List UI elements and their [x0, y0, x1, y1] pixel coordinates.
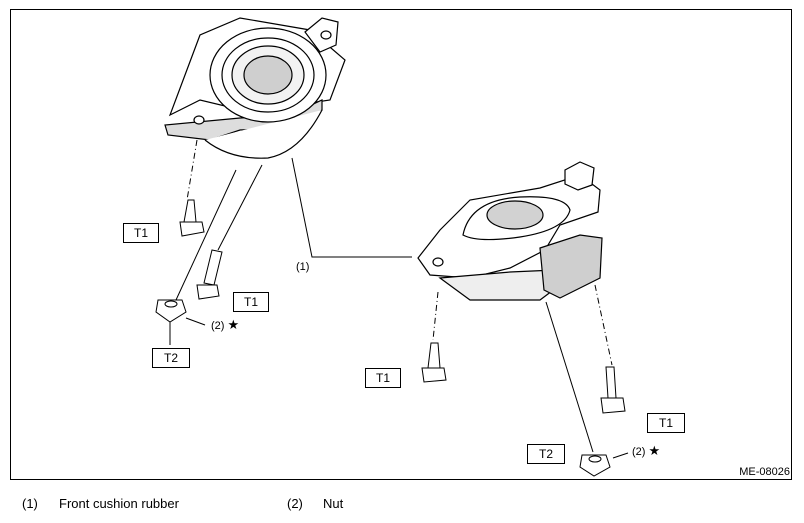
front-cushion-rubber-right	[417, 161, 603, 301]
torque-label-t2: T2	[527, 444, 565, 464]
bolt-head	[196, 284, 220, 300]
legend-number: (2)	[287, 496, 303, 511]
callout-1: (1)	[296, 261, 310, 273]
bolt-head	[421, 367, 447, 383]
legend-number: (1)	[22, 496, 38, 511]
nut	[155, 299, 187, 323]
bolt-body	[605, 366, 617, 399]
bolt-group-right	[421, 342, 626, 477]
torque-label-t1: T1	[647, 413, 685, 433]
figure-frame	[10, 9, 792, 480]
centre-line	[545, 301, 594, 453]
bolt-group-left	[155, 199, 223, 323]
bolt-body	[183, 199, 197, 223]
legend-text: Nut	[323, 496, 344, 511]
leader-line-2	[185, 317, 206, 326]
centre-line	[432, 291, 439, 341]
bolt-body	[427, 342, 441, 369]
front-cushion-rubber-left	[164, 17, 346, 159]
centre-line	[175, 169, 237, 301]
centre-line	[217, 164, 263, 251]
bolt-body	[203, 249, 223, 286]
star-icon: ★	[648, 443, 661, 458]
legend: (1) Front cushion rubber (2) Nut	[0, 496, 804, 518]
leader-line-2	[612, 452, 629, 459]
bolt-head	[600, 397, 626, 414]
callout-number: (2)	[211, 320, 225, 332]
callout-number: (2)	[632, 446, 646, 458]
leader-line-1	[291, 157, 412, 258]
legend-text: Front cushion rubber	[59, 496, 179, 511]
torque-label-t2: T2	[152, 348, 190, 368]
torque-label-t1: T1	[233, 292, 269, 312]
nut	[579, 454, 611, 477]
callout-2: (2) ★	[632, 443, 661, 458]
centre-line	[186, 139, 198, 201]
figure-code: ME-08026	[739, 466, 790, 478]
centre-line	[594, 284, 613, 366]
bolt-head	[179, 221, 205, 237]
star-icon: ★	[227, 317, 240, 332]
callout-2: (2) ★	[211, 317, 240, 332]
torque-label-t1: T1	[123, 223, 159, 243]
torque-label-t1: T1	[365, 368, 401, 388]
